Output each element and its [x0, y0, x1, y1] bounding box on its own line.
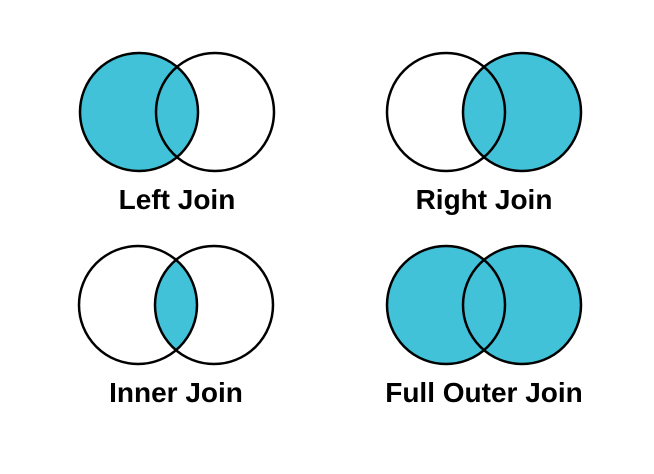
right-circle-outline — [461, 244, 583, 366]
left-circle-outline — [385, 51, 507, 173]
venn-diagram-inner-join — [77, 244, 275, 366]
intersection-region — [155, 259, 197, 351]
venn-diagram-full-outer-join — [385, 244, 583, 366]
venn-diagram-left-join — [78, 51, 276, 173]
venn-diagram-right-join — [385, 51, 583, 173]
panel-inner-join: Inner Join — [76, 243, 276, 412]
panel-right-join: Right Join — [384, 50, 584, 219]
intersection-region — [156, 66, 198, 158]
left-circle-outline — [77, 244, 199, 366]
intersection-region — [463, 66, 505, 158]
diagram-label-left-join: Left Join — [118, 184, 236, 215]
diagram-label-right-join: Right Join — [415, 184, 553, 215]
diagram-label-full-outer-join: Full Outer Join — [385, 377, 583, 408]
intersection-region — [463, 259, 505, 351]
left-circle-outline — [78, 51, 200, 173]
right-circle-outline — [153, 244, 275, 366]
right-circle-outline — [461, 51, 583, 173]
right-circle-outline — [154, 51, 276, 173]
diagram-label-inner-join: Inner Join — [109, 377, 243, 408]
panel-full-outer-join: Full Outer Join — [384, 243, 584, 412]
left-circle-outline — [385, 244, 507, 366]
panel-left-join: Left Join — [77, 50, 277, 219]
